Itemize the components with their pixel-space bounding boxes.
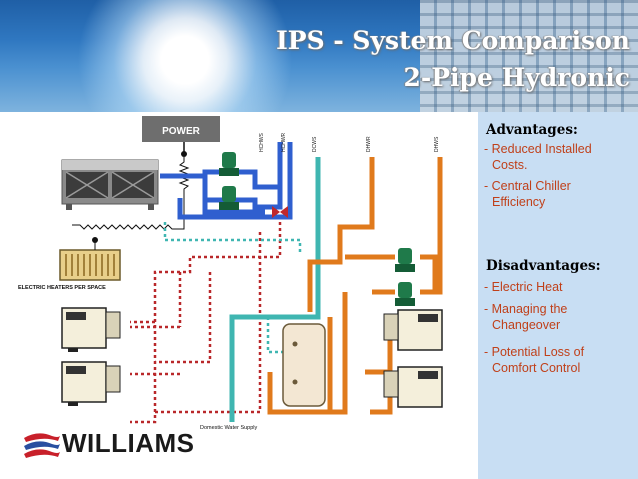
pipe-label-dhws: DHWS: [434, 136, 440, 152]
pump-dhw-2: [395, 282, 415, 306]
storage-tank: [282, 323, 326, 407]
chilled-water-supply: [160, 142, 293, 220]
domestic-cold-water: [229, 157, 321, 422]
disadvantages-heading: Disadvantages:: [486, 258, 601, 274]
power-box: [142, 116, 220, 142]
slide-subtitle: 2-Pipe Hydronic: [403, 63, 630, 92]
logo-wordmark: WILLIAMS: [62, 428, 195, 458]
advantages-heading: Advantages:: [486, 122, 578, 138]
boiler-left-1: [61, 307, 121, 352]
pump-chw-2: [219, 186, 239, 210]
slide-title: IPS - System Comparison: [276, 26, 630, 55]
disadvantage-item: - Managing the Changeover: [484, 302, 568, 332]
system-diagram: POWER ELECTRIC HEATERS PER SPACE HCHWS H…: [18, 116, 443, 431]
pipe-label-hchws: HCHWS: [259, 132, 265, 152]
pump-dhw-1: [395, 248, 415, 272]
advantage-item: - Reduced Installed Costs.: [484, 142, 592, 172]
boiler-right-2: [383, 366, 443, 408]
building-photo: [420, 0, 638, 112]
domestic-water-label: Domestic Water Supply: [200, 425, 258, 431]
chiller-unit: [61, 159, 159, 210]
electric-heater: [59, 240, 121, 281]
williams-logo: WILLIAMS: [22, 428, 194, 462]
pipe-label-hchwr: HCHWR: [281, 132, 287, 152]
pump-chw-1: [219, 152, 239, 176]
pipe-label-dcws: DCWS: [312, 136, 318, 152]
disadvantage-item: - Electric Heat: [484, 280, 563, 294]
comparison-panel: Advantages: - Reduced Installed Costs. -…: [478, 112, 638, 479]
williams-logo-mark: [24, 433, 60, 458]
heating-return-lines: [130, 222, 282, 424]
changeover-valve: [272, 206, 288, 218]
electric-heaters-label: ELECTRIC HEATERS PER SPACE: [18, 285, 106, 291]
boiler-right-1: [383, 309, 443, 351]
header-banner: IPS - System Comparison 2-Pipe Hydronic: [0, 0, 638, 112]
boiler-left-2: [61, 361, 121, 406]
sun-glare: [75, 0, 295, 112]
advantage-item: - Central Chiller Efficiency: [484, 179, 571, 209]
disadvantage-item: - Potential Loss of Comfort Control: [484, 345, 585, 375]
power-node: [181, 151, 187, 157]
power-label: POWER: [162, 126, 201, 137]
pipe-label-dhwr: DHWR: [366, 136, 372, 152]
